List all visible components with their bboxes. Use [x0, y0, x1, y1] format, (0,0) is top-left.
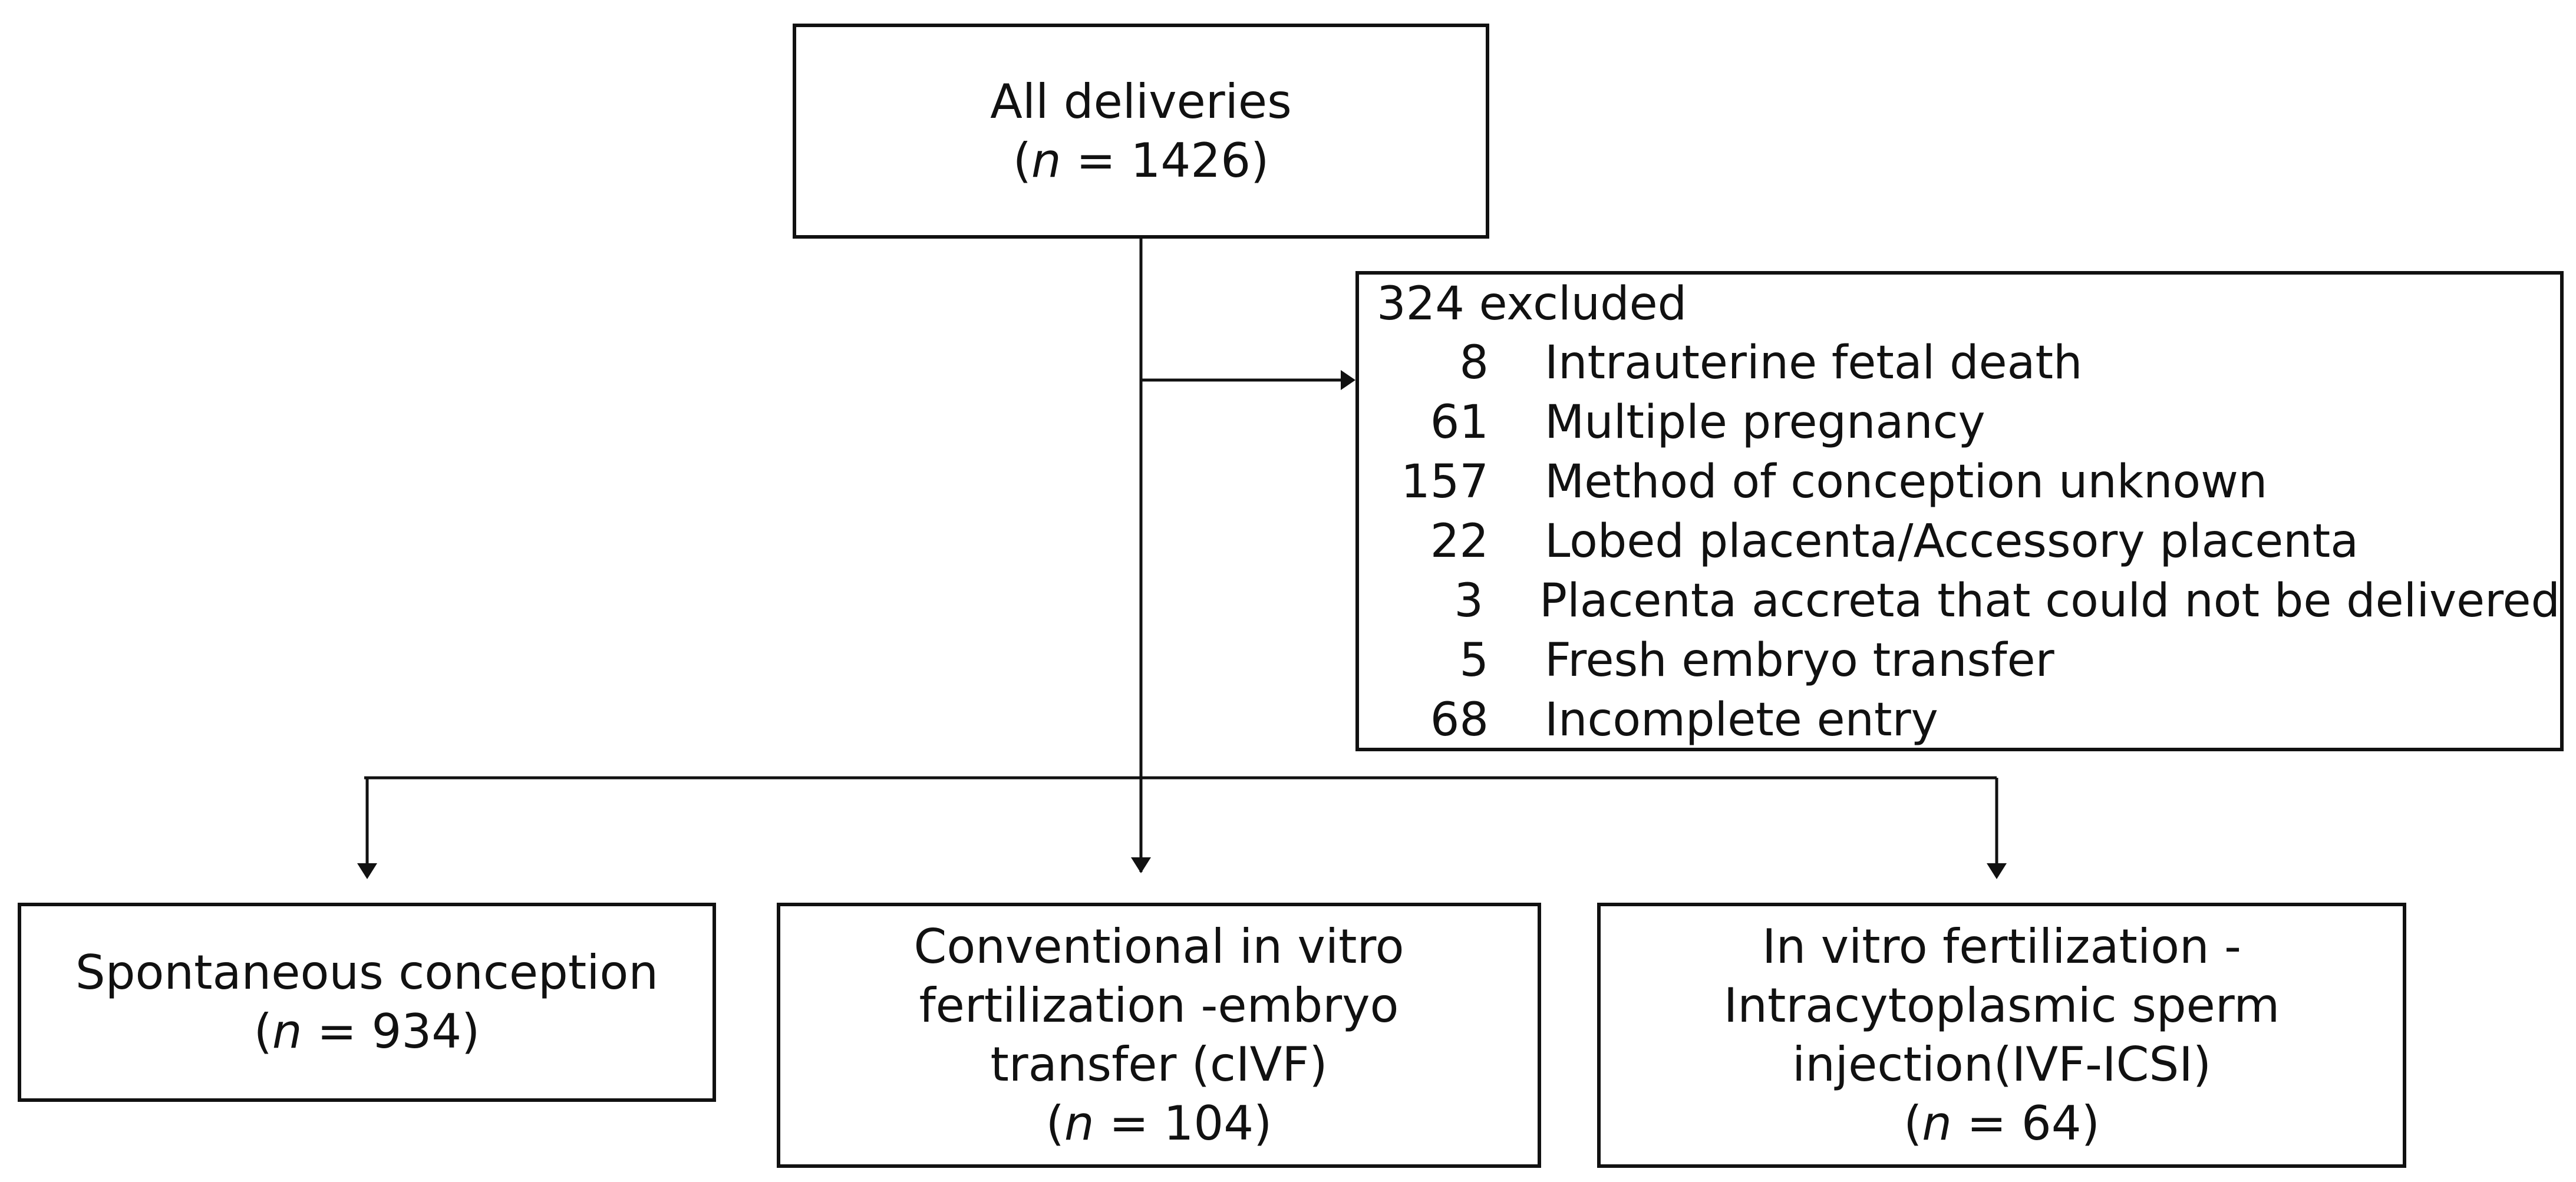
excluded-reason: Incomplete entry	[1545, 694, 1938, 747]
excluded-count: 157	[1401, 455, 1489, 509]
excluded-box: 324 excluded 8 Intrauterine fetal death 6…	[1355, 271, 2564, 751]
excluded-reason: Lobed placenta/Accessory placenta	[1545, 515, 2359, 568]
group-label-line: injection(IVF-ICSI)	[1792, 1037, 2212, 1092]
excluded-reason: Multiple pregnancy	[1545, 396, 1985, 449]
excluded-item: 61 Multiple pregnancy	[1377, 393, 2560, 453]
excluded-item: 3 Placenta accreta that could not be deli…	[1377, 572, 2560, 631]
spontaneous-conception-box: Spontaneous conception (n = 934)	[18, 903, 716, 1102]
group-label-line: Spontaneous conception	[75, 945, 659, 1000]
excluded-count: 22	[1430, 515, 1489, 568]
group-count: (n = 64)	[1904, 1096, 2100, 1151]
center-arrowhead	[1131, 857, 1151, 873]
excluded-count: 3	[1454, 575, 1484, 628]
excluded-reason: Method of conception unknown	[1545, 455, 2268, 509]
excluded-count: 8	[1459, 336, 1489, 389]
all-deliveries-box: All deliveries (n = 1426)	[793, 24, 1489, 239]
ivf-icsi-box: In vitro fertilization - Intracytoplasmi…	[1597, 903, 2406, 1168]
all-deliveries-label: All deliveries	[990, 74, 1292, 129]
group-label-line: Intracytoplasmic sperm	[1723, 978, 2280, 1033]
exclusion-arrowhead	[1341, 370, 1355, 390]
excluded-reason: Intrauterine fetal death	[1545, 336, 2083, 389]
all-deliveries-count: (n = 1426)	[1012, 133, 1269, 188]
civf-box: Conventional in vitro fertilization -emb…	[777, 903, 1541, 1168]
group-label-line: fertilization -embryo	[919, 978, 1399, 1033]
group-label-line: Conventional in vitro	[913, 919, 1404, 974]
excluded-item: 22 Lobed placenta/Accessory placenta	[1377, 512, 2560, 572]
excluded-count: 68	[1430, 694, 1489, 747]
excluded-reason: Placenta accreta that could not be deliv…	[1539, 575, 2560, 628]
excluded-item: 68 Incomplete entry	[1377, 691, 2560, 750]
group-label-line: transfer (cIVF)	[990, 1037, 1328, 1092]
group-count: (n = 934)	[253, 1004, 480, 1059]
excluded-count: 5	[1459, 634, 1489, 687]
excluded-count: 61	[1430, 396, 1489, 449]
excluded-header: 324 excluded	[1377, 278, 1687, 331]
excluded-item: 8 Intrauterine fetal death	[1377, 334, 2560, 393]
group-label-line: In vitro fertilization -	[1762, 919, 2242, 974]
excluded-reason: Fresh embryo transfer	[1545, 634, 2054, 687]
group-count: (n = 104)	[1045, 1096, 1272, 1151]
right-arrowhead	[1987, 863, 2007, 879]
left-arrowhead	[357, 863, 377, 879]
excluded-item: 157 Method of conception unknown	[1377, 453, 2560, 512]
excluded-item: 5 Fresh embryo transfer	[1377, 631, 2560, 691]
